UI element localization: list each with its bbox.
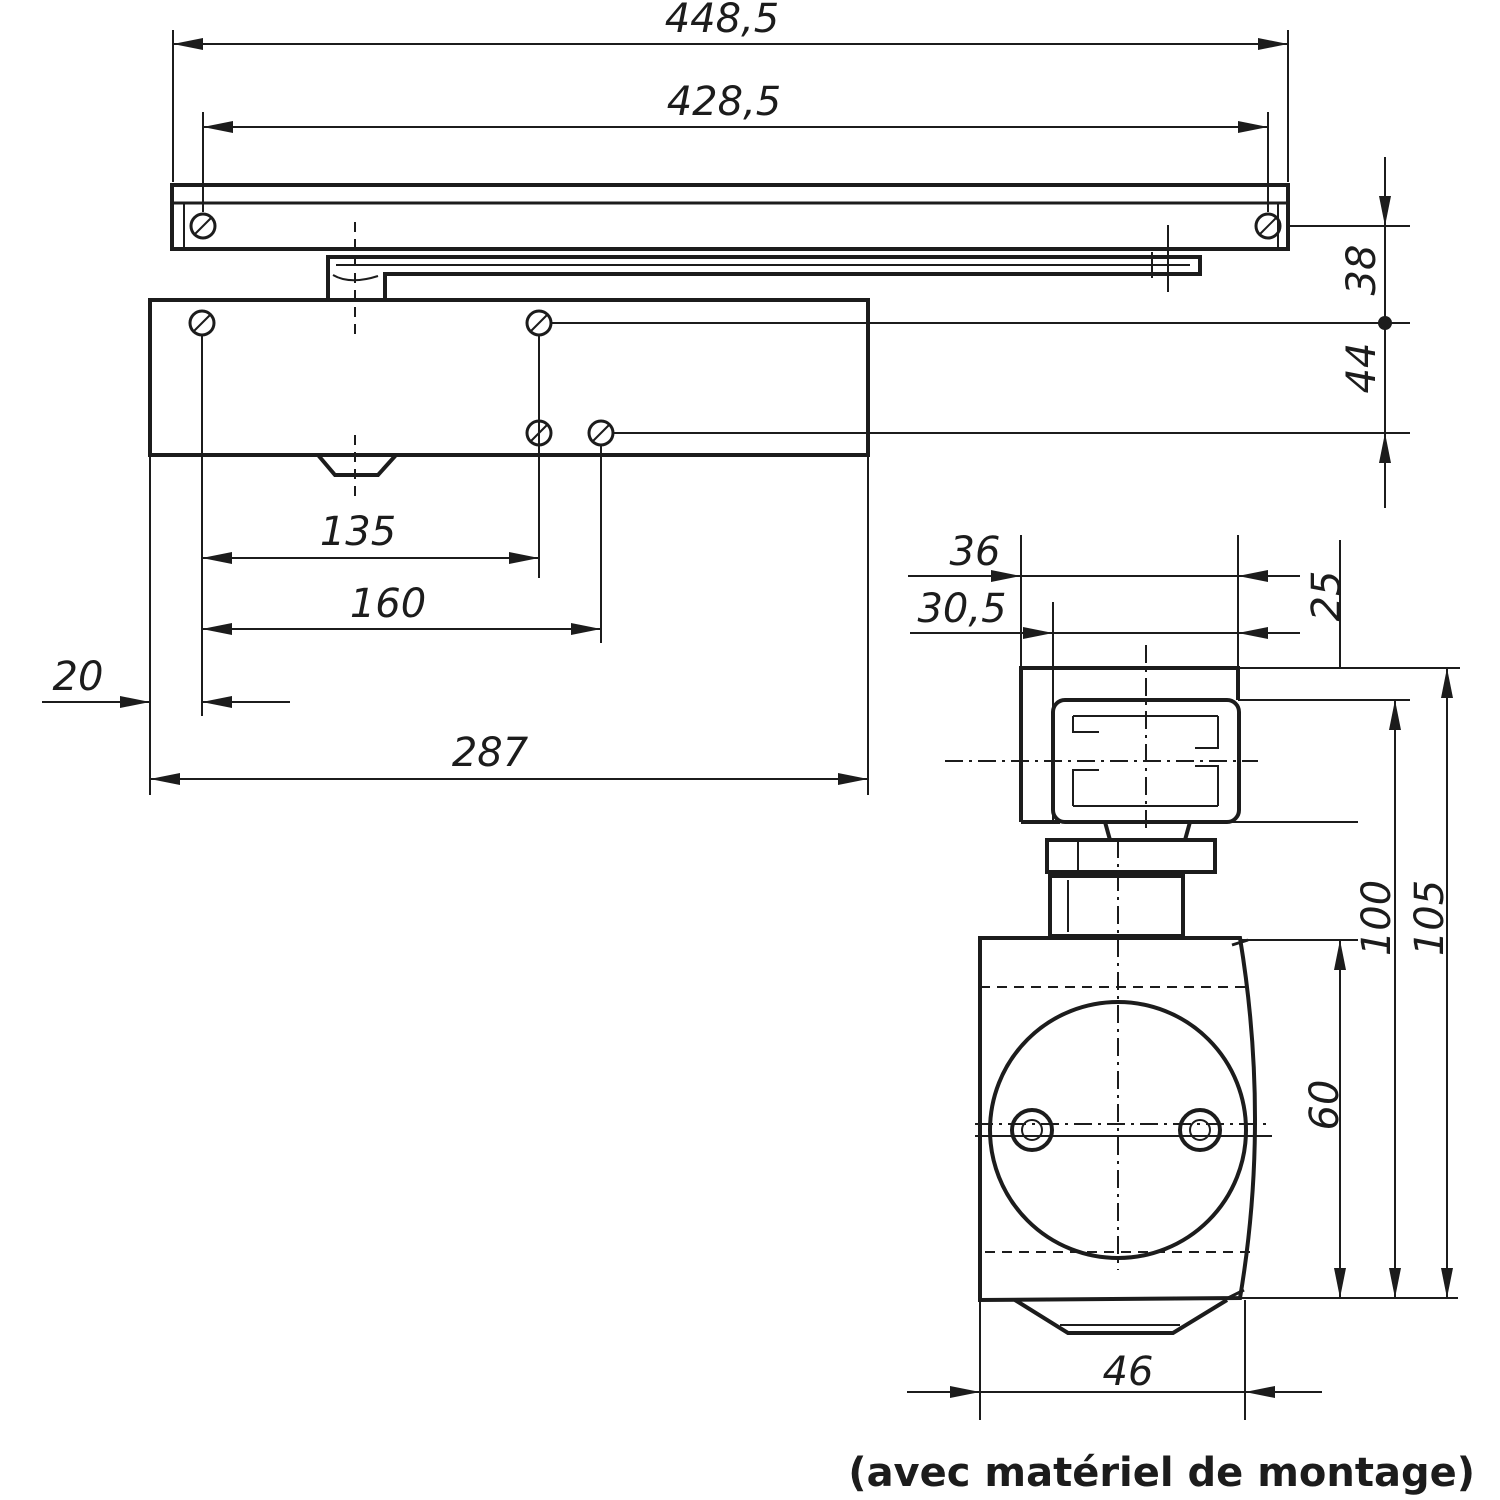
dim-135: 135 — [202, 509, 539, 564]
dim-36: 36 — [908, 529, 1300, 668]
dim-25-label: 25 — [1304, 571, 1350, 622]
sliding-arm — [326, 225, 1202, 300]
dim-25: 25 — [1238, 540, 1460, 701]
dim-428-5: 428,5 — [202, 79, 1269, 212]
dim-287: 287 — [150, 730, 868, 785]
body-screw-4 — [587, 419, 615, 447]
dim-30-5-label: 30,5 — [917, 586, 1006, 632]
side-cover-circle — [988, 1000, 1248, 1260]
dim-135-label: 135 — [320, 509, 396, 555]
dim-44-label: 44 — [1339, 343, 1385, 394]
dim-20-label: 20 — [53, 654, 104, 700]
dim-36-label: 36 — [950, 529, 1001, 575]
dim-105: 105 — [1407, 668, 1453, 1298]
body-screw-1 — [188, 309, 216, 337]
dim-287-label: 287 — [452, 730, 529, 776]
dim-105-label: 105 — [1407, 880, 1453, 956]
arm-rail-screw-left — [189, 212, 217, 240]
side-body — [978, 936, 1257, 1335]
body-screw-2 — [525, 309, 553, 337]
dim-100-label: 100 — [1354, 880, 1400, 956]
closer-body — [148, 222, 870, 498]
side-body-foot — [1013, 1298, 1229, 1335]
side-spindle — [1045, 821, 1217, 938]
dim-100: 100 — [1354, 700, 1401, 1298]
closer-body-outline — [148, 298, 870, 457]
caption: (avec matériel de montage) — [848, 1450, 1475, 1496]
dim-38-44: 38 44 — [551, 157, 1410, 508]
dim-448-5: 448,5 — [172, 0, 1289, 182]
dim-160-label: 160 — [350, 581, 426, 627]
arm-rail-screw-right — [1254, 212, 1282, 240]
dim-30-5: 30,5 — [910, 586, 1300, 700]
side-screw-right — [1178, 1108, 1222, 1152]
side-screw-left — [1010, 1108, 1054, 1152]
arm-rail-outline — [170, 183, 1290, 251]
dim-38-label: 38 — [1339, 245, 1385, 296]
closer-body-pinion — [316, 453, 398, 477]
dim-46-label: 46 — [1103, 1349, 1154, 1395]
dim-60-label: 60 — [1302, 1080, 1348, 1131]
arm-rail — [170, 183, 1290, 251]
dim-448-5-label: 448,5 — [665, 0, 780, 42]
dim-160: 160 — [202, 581, 601, 635]
dim-428-5-label: 428,5 — [667, 79, 782, 125]
dim-46: 46 — [907, 1300, 1322, 1420]
side-body-outline — [978, 936, 1257, 1303]
dim-20: 20 — [42, 654, 290, 708]
dim-60: 60 — [1302, 940, 1348, 1298]
